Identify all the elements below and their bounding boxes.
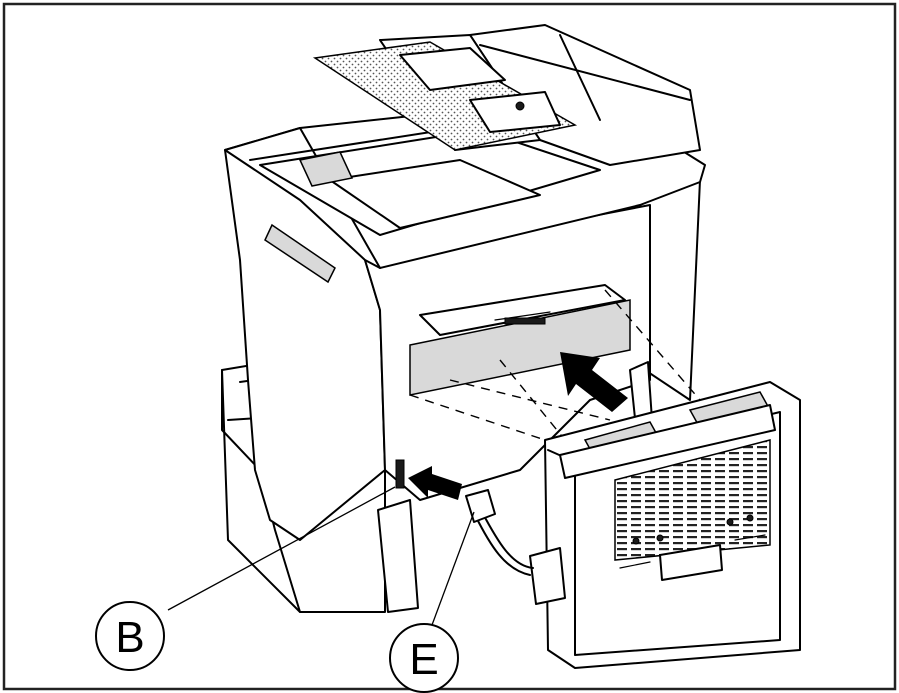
alignment-guides	[409, 289, 701, 441]
connector-slot-b	[395, 459, 405, 489]
leader-line-b	[167, 486, 396, 611]
duplex-module	[529, 381, 801, 669]
insertion-arrow-lower	[408, 466, 462, 500]
cable-connector-e	[465, 489, 534, 576]
multifunction-printer	[221, 24, 706, 613]
callout-b-label: B	[115, 613, 144, 662]
leader-line-e	[431, 511, 475, 626]
insertion-arrow-upper	[560, 352, 628, 412]
callout-e-label: E	[409, 635, 438, 684]
callout-b: B	[95, 601, 165, 671]
callout-e: E	[389, 623, 459, 693]
